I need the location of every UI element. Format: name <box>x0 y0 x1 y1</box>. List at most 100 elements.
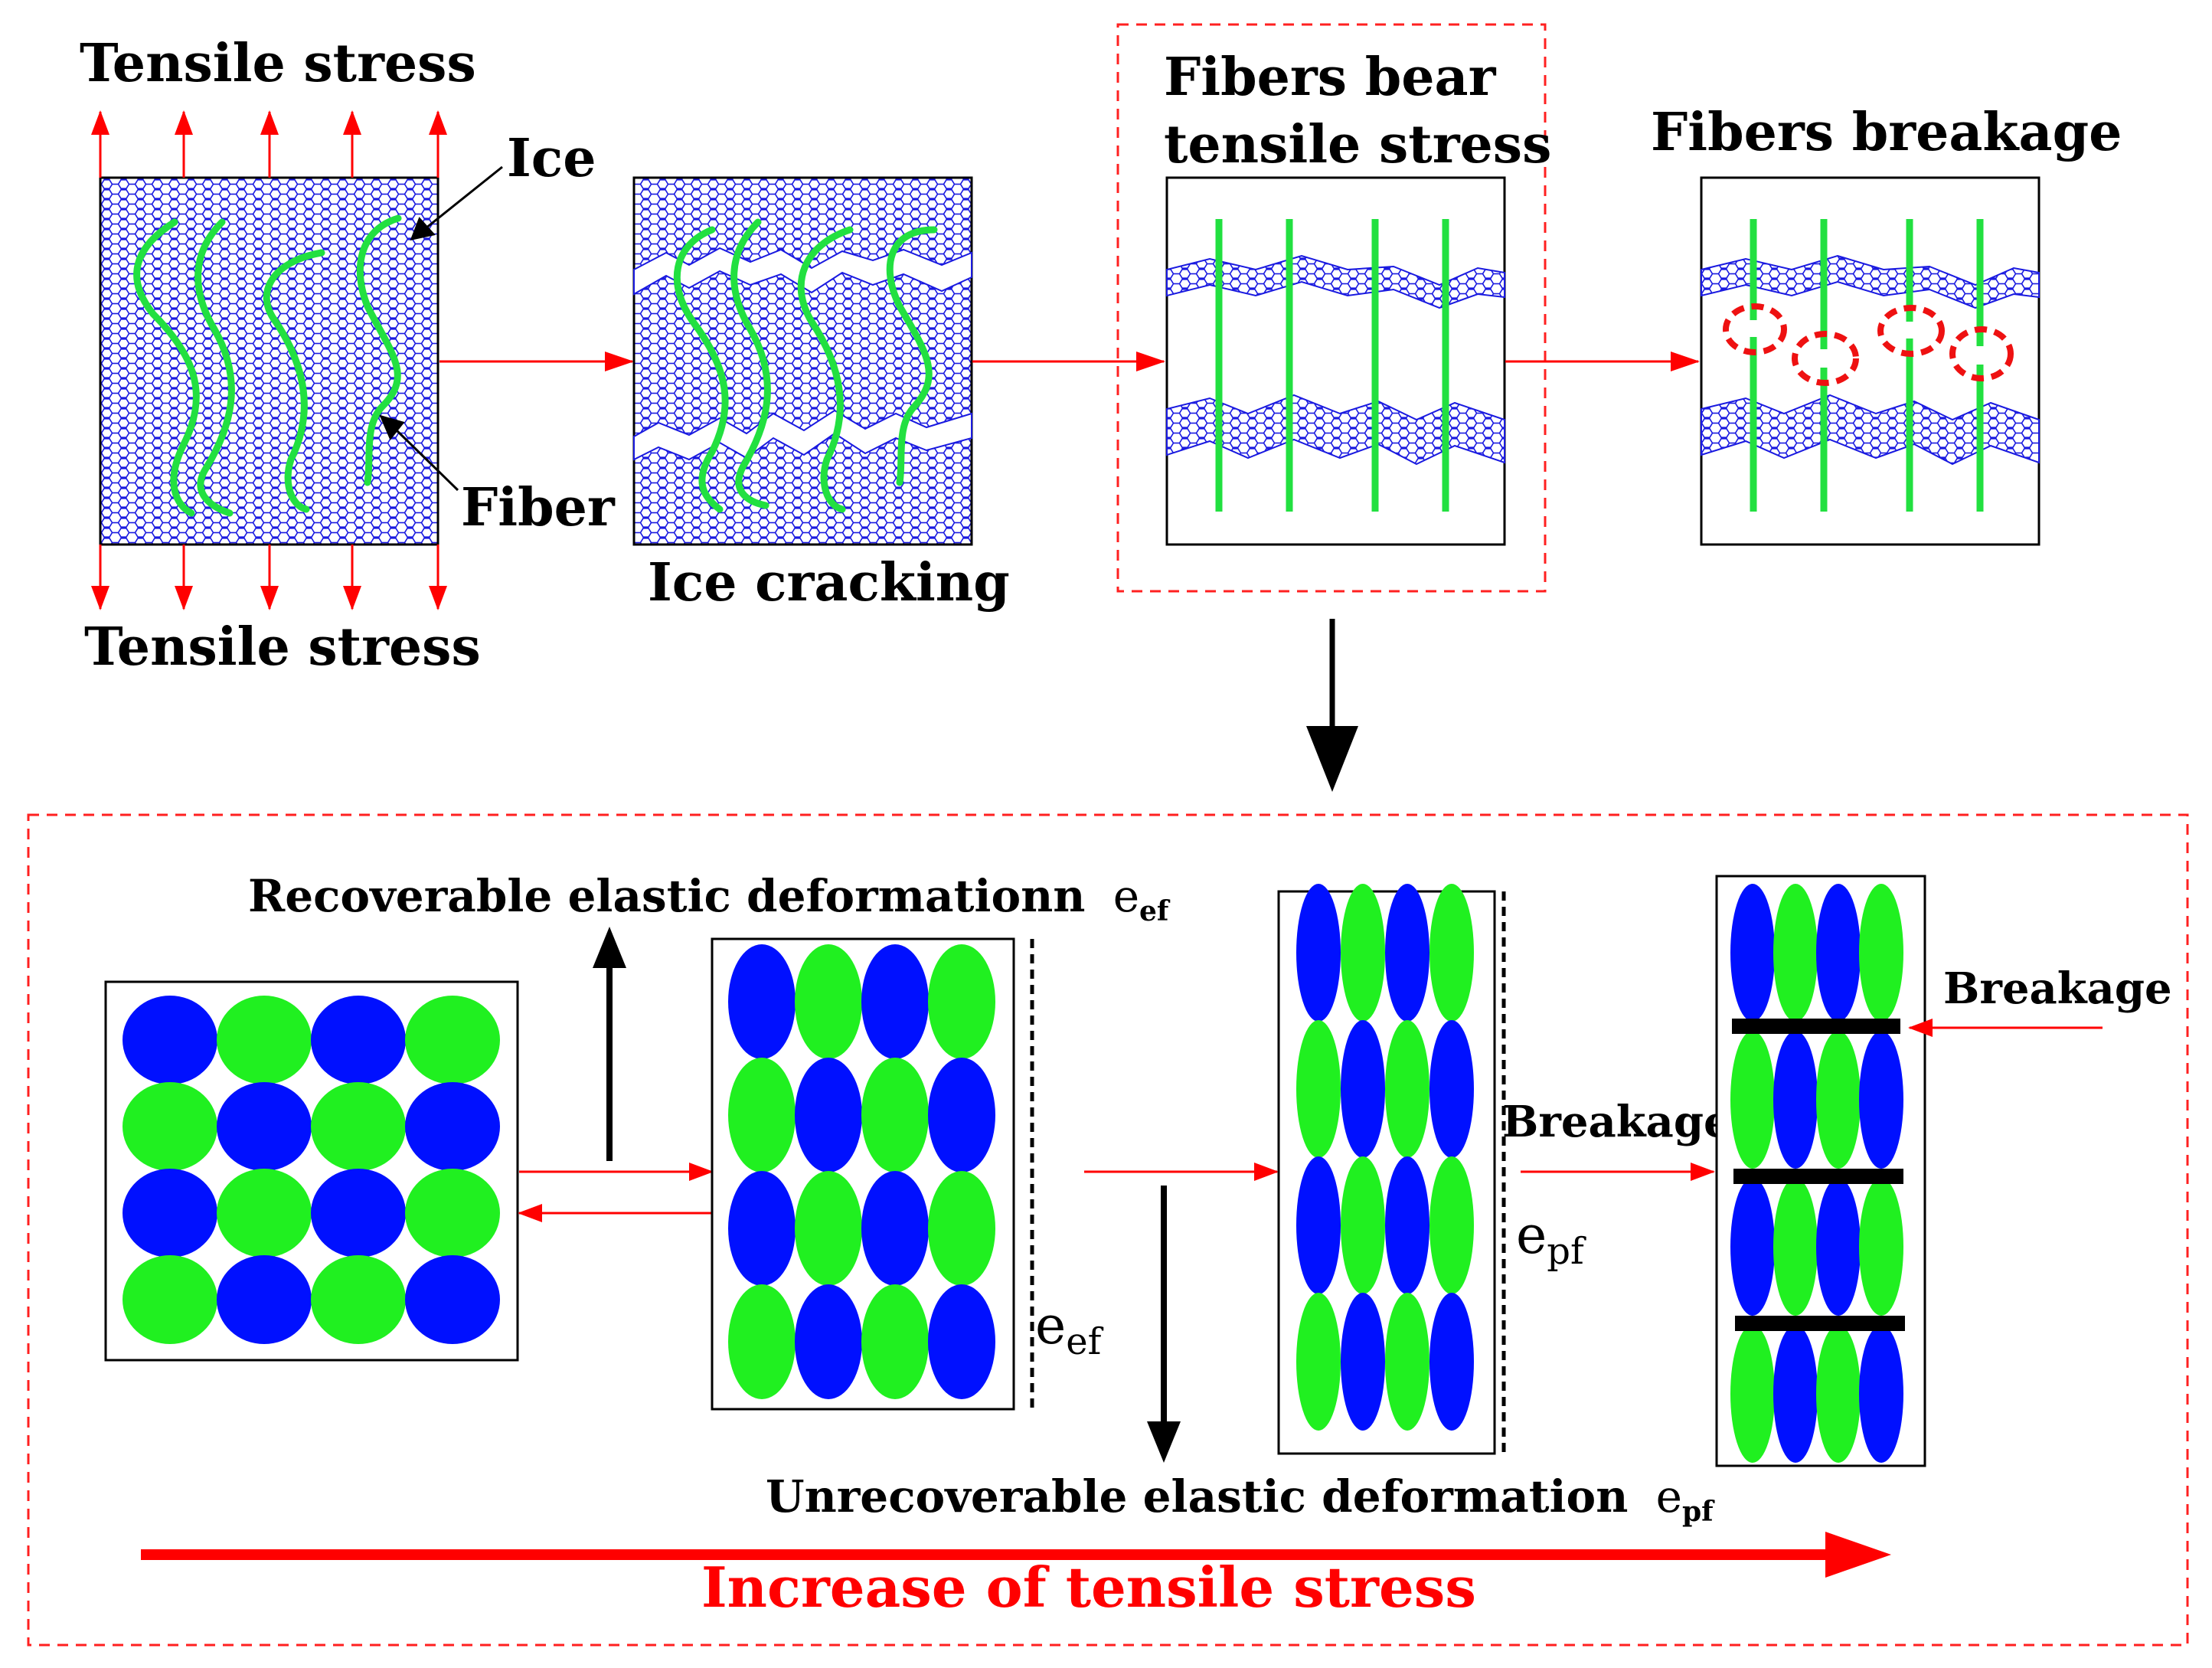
particle-blue <box>405 1255 500 1344</box>
ice-band-lower <box>1701 394 2040 466</box>
particle-blue <box>1429 1020 1474 1158</box>
particle-green <box>1816 1031 1861 1169</box>
particle-blue <box>1385 884 1429 1022</box>
particle-blue <box>1341 1020 1385 1158</box>
particle-green <box>861 1284 929 1399</box>
increase-label: Increase of tensile stress <box>701 1555 1476 1620</box>
fiber <box>133 218 200 517</box>
e-pf-symbol: epf <box>1516 1205 1586 1273</box>
fibers-breakage-label: Fibers breakage <box>1651 102 2122 163</box>
fiber <box>194 218 235 517</box>
particle-blue <box>405 1082 500 1171</box>
ice-cracking-label: Ice cracking <box>648 552 1010 613</box>
particle-green <box>1429 884 1474 1022</box>
particle-blue <box>728 1171 796 1286</box>
particle-blue <box>1341 1293 1385 1431</box>
particle-blue <box>311 996 406 1084</box>
fiber <box>797 226 854 513</box>
tensile-arrows-top <box>91 110 447 178</box>
fibers-bear-label-line1: Fibers bear <box>1164 47 1497 108</box>
fiber <box>356 214 402 486</box>
fiber <box>673 226 729 513</box>
ice-band-upper <box>1701 254 2040 309</box>
particle-green <box>217 1169 312 1258</box>
break-circle <box>1723 303 1787 355</box>
fiber <box>886 226 938 486</box>
particle-green <box>928 944 995 1059</box>
particle-blue <box>1859 1031 1903 1169</box>
particle-green <box>795 944 862 1059</box>
break-bar <box>1732 1019 1900 1034</box>
particle-green <box>861 1058 929 1173</box>
particle-green <box>728 1284 796 1399</box>
e-ef-symbol: eef <box>1035 1296 1104 1363</box>
ice-band-lower <box>1166 394 1505 466</box>
particle-blue <box>1730 1178 1775 1316</box>
fibers-bear-label-line2: tensile stress <box>1164 114 1551 175</box>
arrow-up-recoverable <box>593 927 626 1161</box>
particle-blue <box>728 944 796 1059</box>
particle-blue <box>1385 1156 1429 1294</box>
breakage-marks <box>1723 303 2014 386</box>
particle-grid-broken <box>1730 884 1903 1463</box>
tensile-stress-bottom-label: Tensile stress <box>84 617 481 678</box>
fiber <box>730 218 771 509</box>
particle-blue <box>1773 1031 1818 1169</box>
breakage-bars <box>1732 1019 1905 1331</box>
particle-green <box>928 1171 995 1286</box>
particle-green <box>1385 1020 1429 1158</box>
stage-ice-cracking: Ice cracking <box>632 176 1010 613</box>
particle-green <box>1730 1325 1775 1463</box>
particle-blue <box>123 1169 217 1258</box>
particle-blue <box>795 1058 862 1173</box>
particle-green <box>1859 1178 1903 1316</box>
particle-blue <box>217 1255 312 1344</box>
particle-green <box>123 1255 217 1344</box>
particle-blue <box>1773 1325 1818 1463</box>
stage-ice-fiber-block: Tensile stress Tensile stress Ice Fiber <box>80 33 616 678</box>
recoverable-label: Recoverable elastic deformationn eef <box>248 870 1171 927</box>
ice-label: Ice <box>507 128 596 189</box>
arrow-down-to-mechanism <box>1306 619 1358 792</box>
particle-green <box>405 1169 500 1258</box>
particle-green <box>1296 1293 1341 1431</box>
ice-block <box>99 176 439 546</box>
particles-plastic: epf <box>1277 884 1586 1455</box>
break-circle <box>1792 331 1859 386</box>
particle-blue <box>1730 884 1775 1022</box>
fibers-wavy-cracked <box>673 218 938 513</box>
break-circle <box>1949 326 2014 381</box>
particle-blue <box>1429 1293 1474 1431</box>
particle-green <box>311 1082 406 1171</box>
fibers-straight <box>1215 219 1449 512</box>
particle-blue <box>861 1171 929 1286</box>
particles-elastic: eef <box>711 937 1104 1411</box>
particle-grid-elongated <box>728 944 995 1399</box>
particle-green <box>1816 1325 1861 1463</box>
increase-arrow-head <box>1825 1532 1891 1578</box>
particle-blue <box>795 1284 862 1399</box>
particle-grid-round <box>123 996 500 1344</box>
fibers-broken <box>1750 219 1984 512</box>
tensile-arrows-bottom <box>91 545 447 610</box>
mechanism-panel: Recoverable elastic deformationn eef eef… <box>27 813 2189 1647</box>
particle-green <box>1859 884 1903 1022</box>
tensile-stress-top-label: Tensile stress <box>80 33 476 94</box>
particles-initial <box>104 980 519 1362</box>
breakage-label-mid: Breakage <box>1502 1097 1731 1147</box>
particle-blue <box>1296 884 1341 1022</box>
fiber-label: Fiber <box>461 477 616 538</box>
unrecoverable-label: Unrecoverable elastic deformation epf <box>766 1470 1715 1528</box>
particle-green <box>123 1082 217 1171</box>
particle-green <box>1730 1031 1775 1169</box>
particle-blue <box>217 1082 312 1171</box>
particle-blue <box>861 944 929 1059</box>
particle-green <box>405 996 500 1084</box>
particle-blue <box>1859 1325 1903 1463</box>
particle-blue <box>311 1169 406 1258</box>
particle-blue <box>1816 884 1861 1022</box>
fiber-pointer <box>379 414 459 492</box>
particle-green <box>1296 1020 1341 1158</box>
particle-grid-more-elongated <box>1296 884 1474 1431</box>
